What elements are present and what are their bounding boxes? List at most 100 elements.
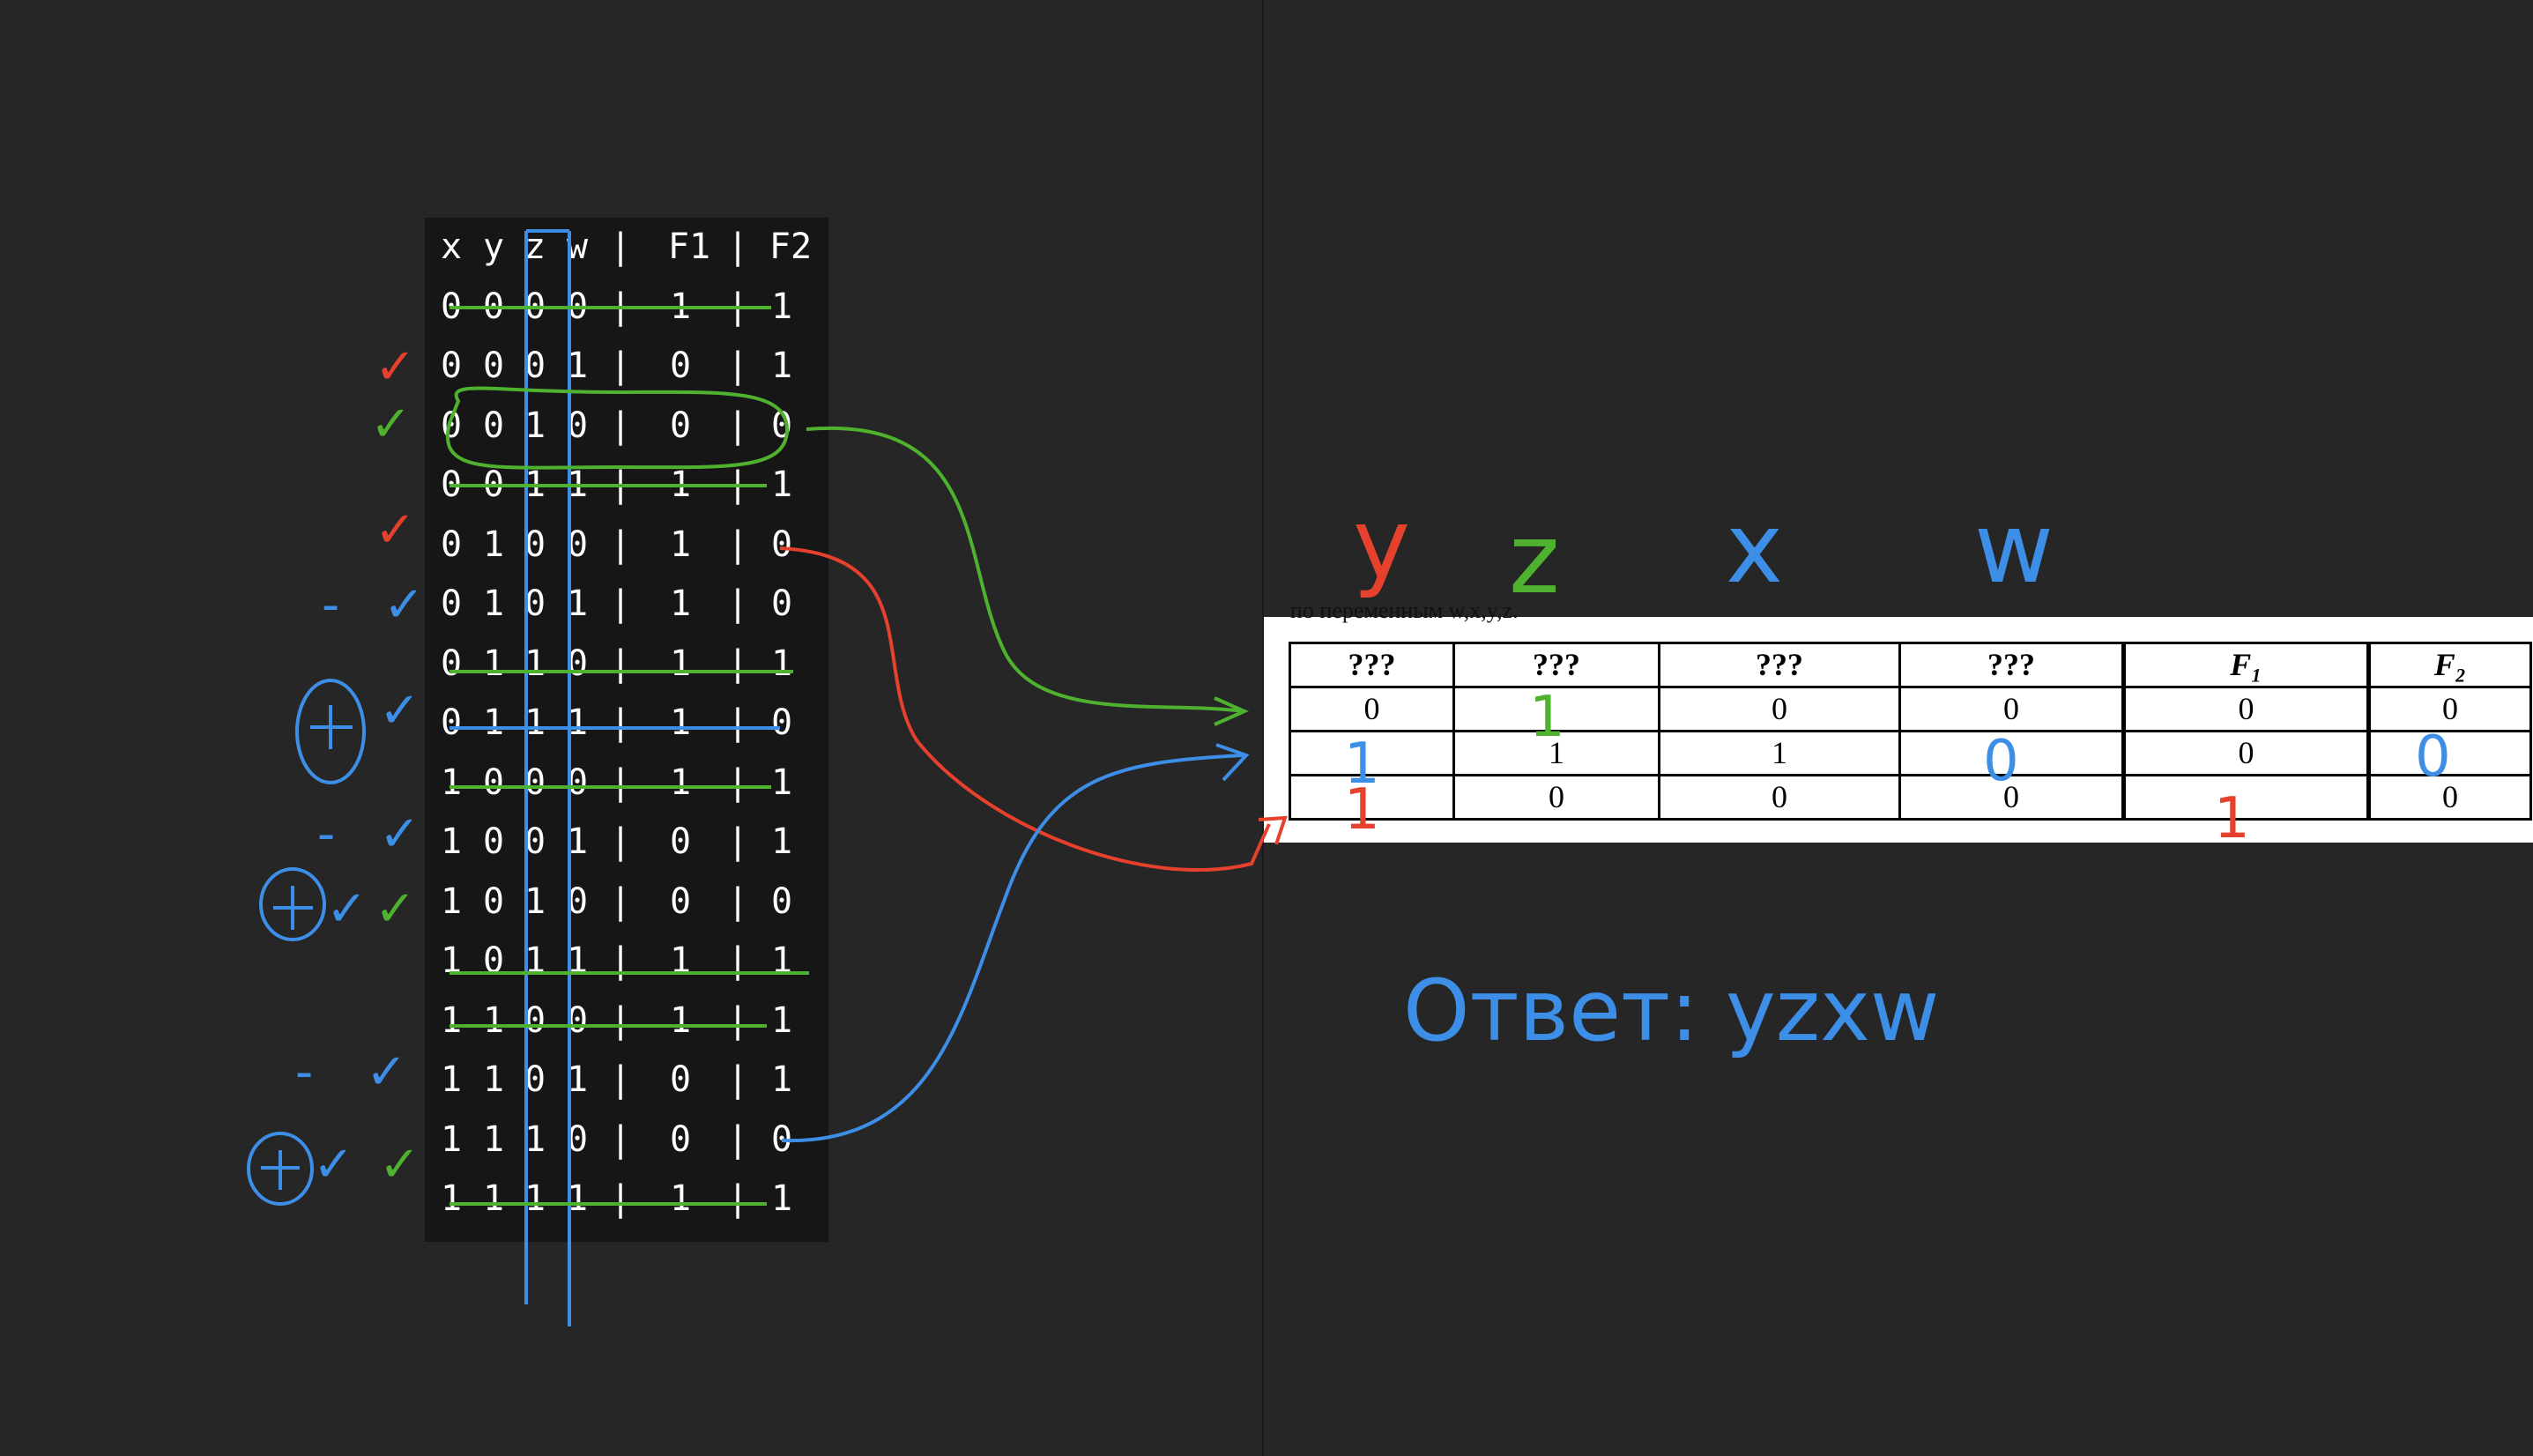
truth-cell: 0 — [669, 1118, 692, 1160]
header-cell: x — [440, 227, 463, 267]
separator: | — [726, 999, 749, 1041]
truth-cell: 1 — [440, 761, 463, 803]
truth-cell: 1 — [566, 583, 589, 624]
result-cell: 0 — [1658, 686, 1901, 732]
truth-cell: 0 — [770, 702, 793, 743]
truth-cell: 1 — [482, 1178, 505, 1219]
header-cell: ??? — [1658, 642, 1901, 688]
truth-cell: 0 — [440, 405, 463, 446]
result-cell — [1898, 730, 2125, 776]
separator: | — [726, 405, 749, 446]
separator: | — [726, 761, 749, 803]
header-cell: ??? — [1289, 642, 1455, 688]
truth-cell: 0 — [566, 761, 589, 803]
result-cell: 0 — [2121, 686, 2370, 732]
truth-cell: 1 — [669, 583, 692, 624]
separator: | — [609, 702, 632, 743]
separator: | — [726, 702, 749, 743]
truth-cell: 1 — [524, 405, 546, 446]
truth-cell: 0 — [482, 345, 505, 386]
separator: | — [609, 405, 632, 446]
result-cell: 0 — [1658, 774, 1901, 821]
truth-cell: 0 — [524, 583, 546, 624]
truth-cell: 1 — [566, 1178, 589, 1219]
separator: | — [726, 1059, 749, 1100]
header-cell: F1 — [667, 227, 711, 267]
truth-cell: 1 — [566, 464, 589, 505]
separator: | — [726, 1178, 749, 1219]
truth-cell: 0 — [566, 880, 589, 922]
truth-cell: 0 — [440, 583, 463, 624]
truth-cell: 1 — [482, 643, 505, 684]
truth-cell: 1 — [669, 702, 692, 743]
truth-cell: 1 — [770, 761, 793, 803]
header-cell: | — [726, 227, 749, 267]
truth-cell: 0 — [566, 405, 589, 446]
result-cell: 0 — [1898, 686, 2125, 732]
separator: | — [726, 286, 749, 327]
header-cell: y — [482, 227, 505, 267]
separator: | — [609, 286, 632, 327]
truth-cell: 1 — [440, 999, 463, 1041]
truth-cell: 1 — [669, 1178, 692, 1219]
truth-cell: 1 — [524, 702, 546, 743]
truth-cell: 0 — [524, 1059, 546, 1100]
truth-cell: 1 — [770, 940, 793, 981]
truth-cell: 0 — [440, 464, 463, 505]
header-cell: F2 — [769, 227, 813, 267]
separator: | — [609, 761, 632, 803]
truth-cell: 0 — [524, 524, 546, 565]
truth-cell: 1 — [440, 821, 463, 862]
truth-cell: 0 — [482, 761, 505, 803]
truth-cell: 1 — [770, 1059, 793, 1100]
truth-cell: 1 — [566, 821, 589, 862]
truth-cell: 1 — [669, 940, 692, 981]
sheet-caption: по переменным w,x,y,z. — [1290, 605, 1519, 623]
result-sheet: по переменным w,x,y,z. ??? ??? ??? ??? F… — [1264, 605, 2533, 843]
truth-cell: 0 — [669, 821, 692, 862]
truth-cell: 0 — [669, 405, 692, 446]
truth-cell: 0 — [524, 999, 546, 1041]
header-cell: w — [566, 227, 589, 267]
separator: | — [726, 1118, 749, 1160]
truth-cell: 0 — [440, 643, 463, 684]
separator: | — [609, 464, 632, 505]
truth-cell: 0 — [482, 286, 505, 327]
truth-cell: 0 — [440, 702, 463, 743]
truth-cell: 1 — [524, 880, 546, 922]
truth-cell: 1 — [669, 761, 692, 803]
result-cell — [1289, 774, 1455, 821]
separator: | — [726, 464, 749, 505]
separator: | — [609, 345, 632, 386]
header-cell: ??? — [1898, 642, 2125, 688]
result-cell: 0 — [2366, 686, 2532, 732]
truth-cell: 1 — [566, 345, 589, 386]
result-cell: 0 — [1898, 774, 2125, 821]
result-table-header: ??? ??? ??? ??? F₁ F₂ — [1289, 642, 2532, 688]
separator: | — [609, 1118, 632, 1160]
separator: | — [726, 821, 749, 862]
header-cell: | — [609, 227, 632, 267]
truth-cell: 0 — [669, 345, 692, 386]
header-cell: ??? — [1452, 642, 1660, 688]
truth-cell: 1 — [770, 1178, 793, 1219]
separator: | — [609, 583, 632, 624]
header-cell-f1: F₁ — [2121, 642, 2370, 688]
truth-cell: 0 — [566, 524, 589, 565]
separator: | — [609, 1178, 632, 1219]
truth-cell: 0 — [524, 286, 546, 327]
